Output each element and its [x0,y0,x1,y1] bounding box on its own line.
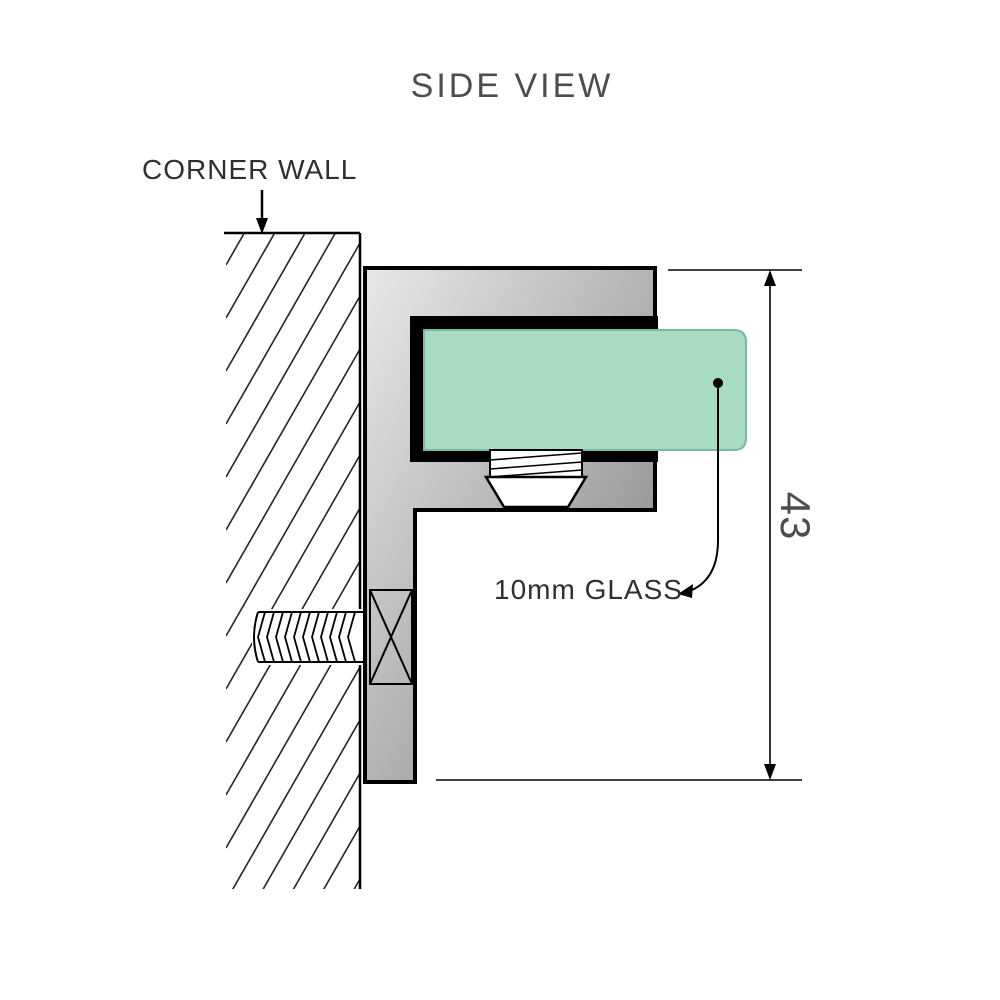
corner-wall-arrow [256,190,268,234]
diagram-title: SIDE VIEW [411,67,614,105]
grub-screw [483,449,589,509]
wall-screw [252,609,368,665]
screw-threads [257,611,356,663]
dimension-line [436,269,802,781]
dimension-arrowheads [764,270,776,780]
wall-hatching [226,233,360,889]
glass-label: 10mm GLASS [494,574,683,605]
glass-leader-line [678,378,723,598]
corner-wall-label: CORNER WALL [142,154,357,185]
wall-outline [224,231,362,889]
glass-panel [423,329,747,451]
screw-head [369,589,413,685]
dimension-label: 43 [772,492,819,541]
